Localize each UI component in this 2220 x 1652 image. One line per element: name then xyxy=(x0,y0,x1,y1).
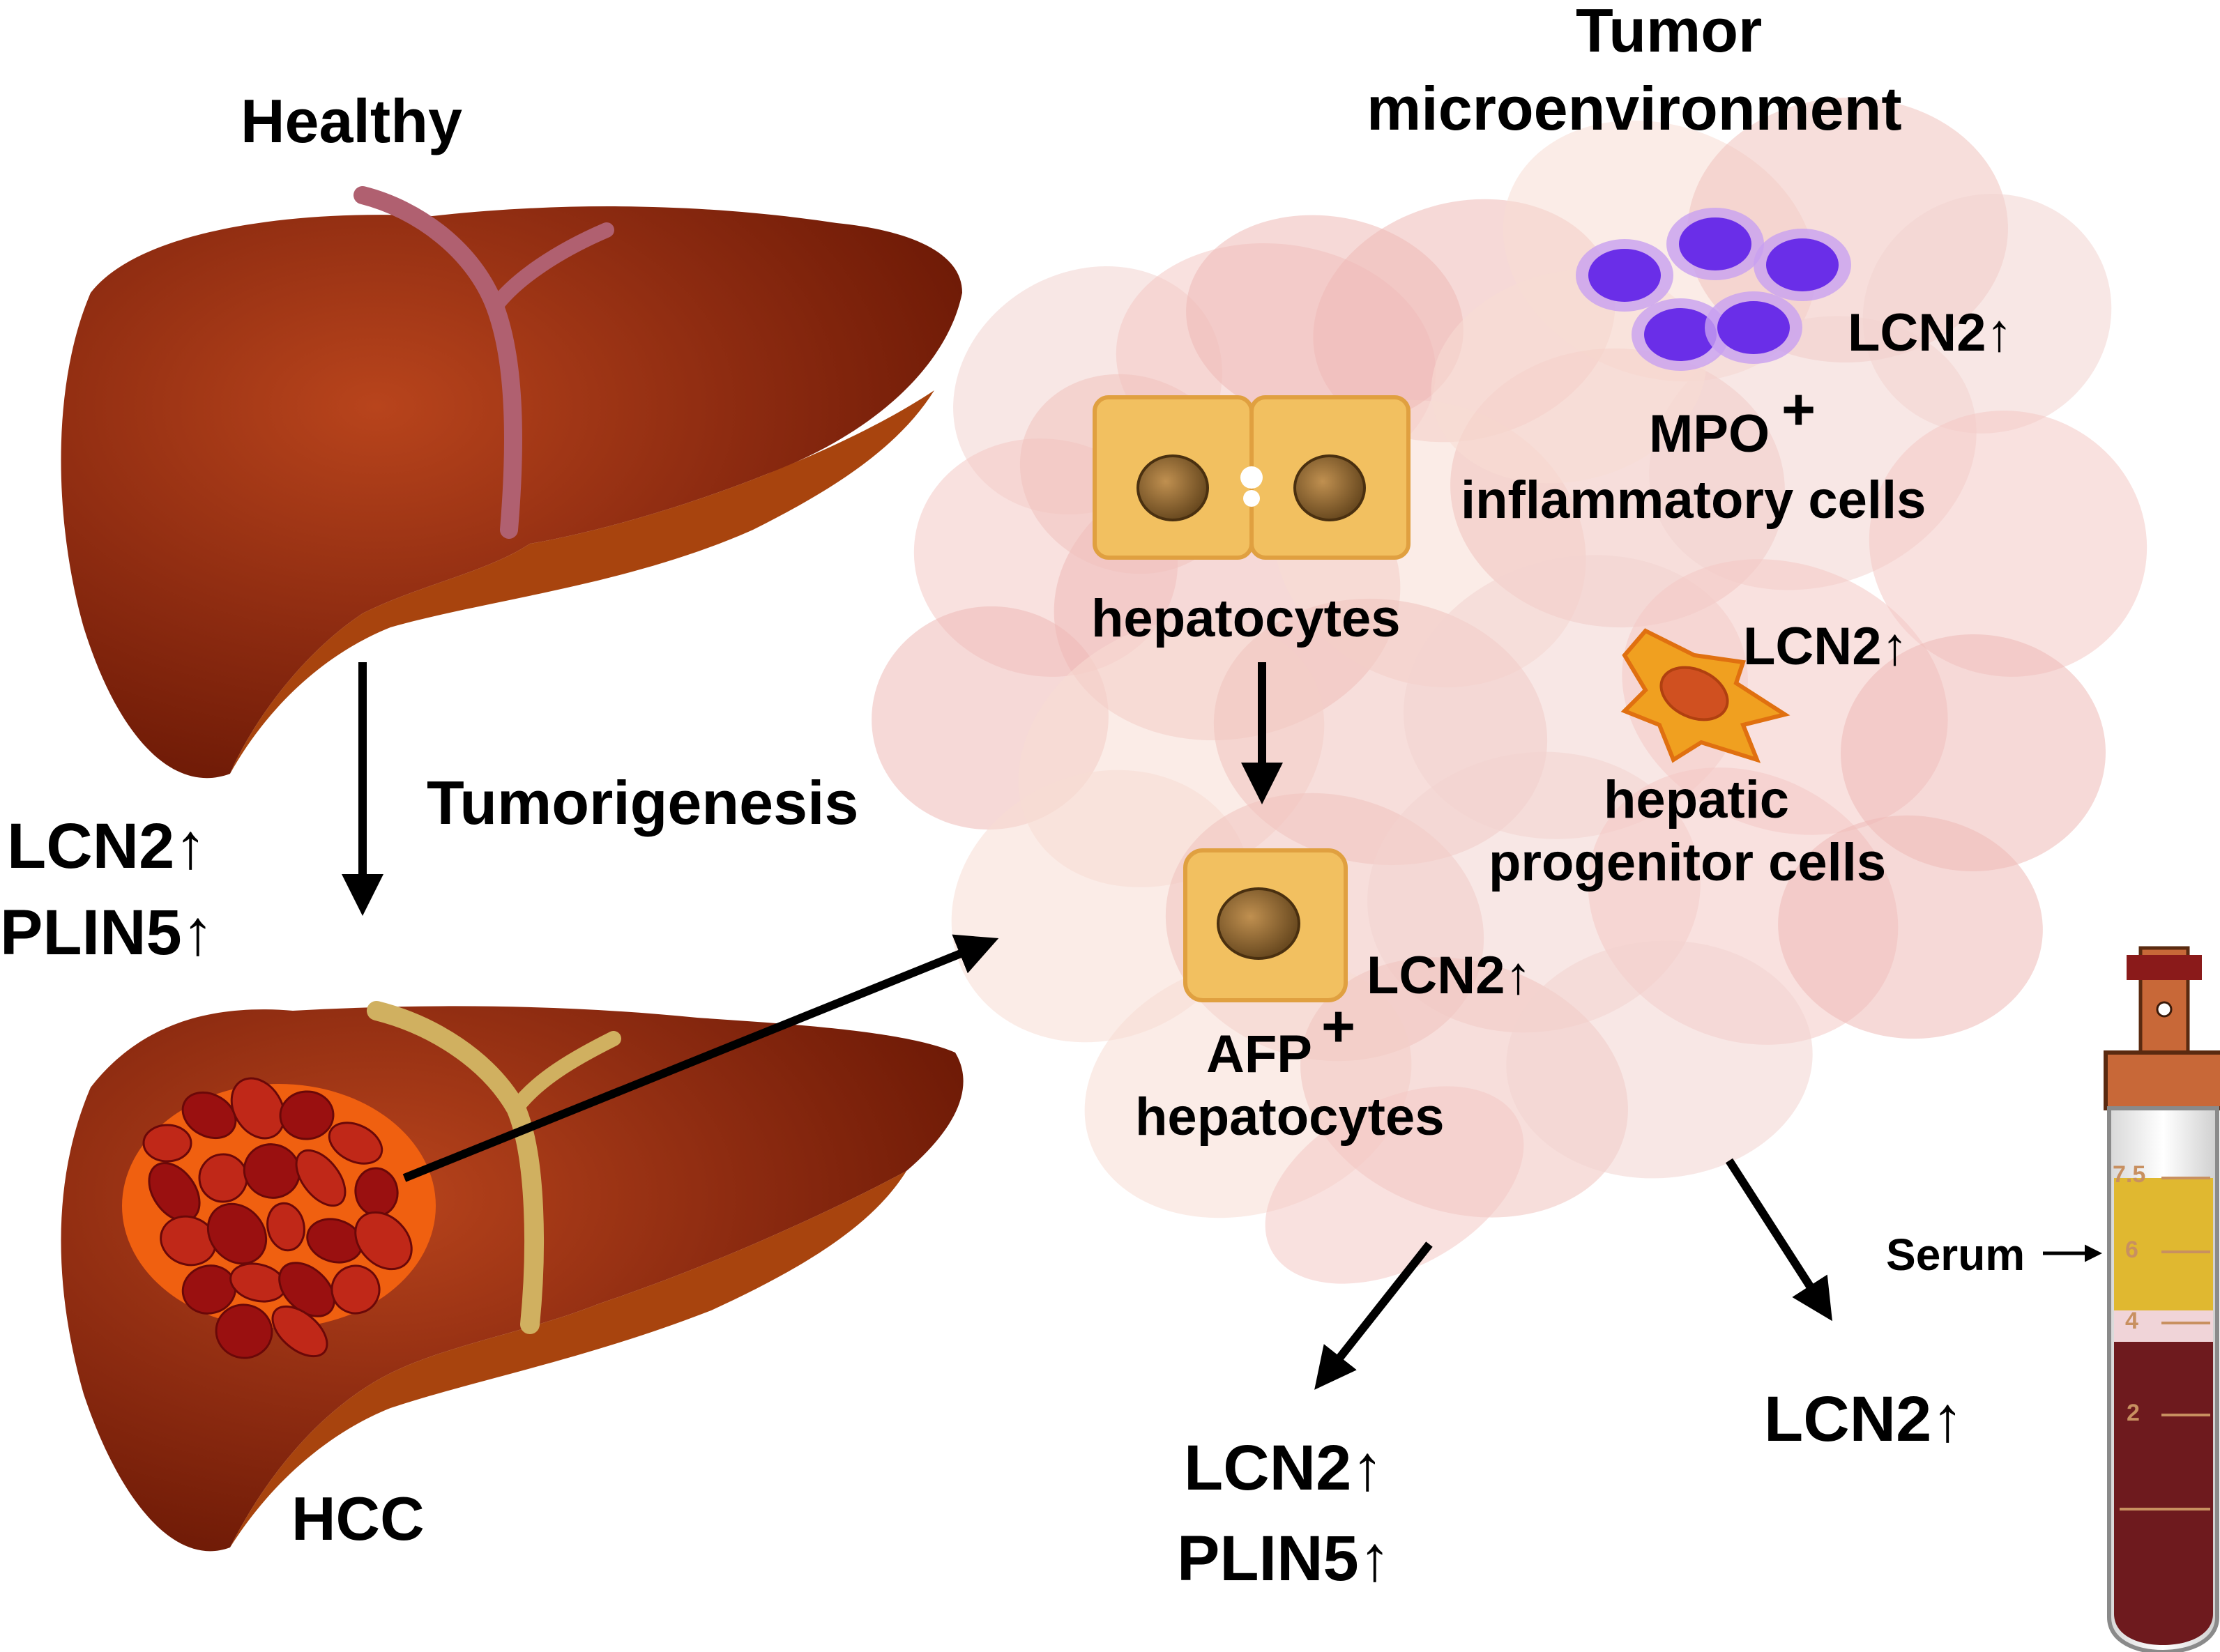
tumor-nodule xyxy=(230,1077,286,1140)
afp-hepatocyte-cell xyxy=(1183,848,1348,1002)
tissue-lcn2-marker: LCN2↑ xyxy=(1184,1432,1384,1504)
tumor-nodule xyxy=(215,1303,273,1359)
tumor-nodule xyxy=(206,1202,268,1265)
tme-background-blob xyxy=(951,770,1252,1043)
tme-background-blob xyxy=(1186,215,1463,427)
inflammatory-cell-nucleus xyxy=(1766,238,1839,291)
liver-lcn2-marker: LCN2↑ xyxy=(7,811,207,882)
mpo-label: MPO xyxy=(1649,404,1770,464)
arrows xyxy=(342,662,2102,1390)
inflammatory-cells-label: inflammatory cells xyxy=(1461,471,1926,530)
tumor-nodule xyxy=(243,1143,301,1199)
tumor-microenvironment-title-line2: microenvironment xyxy=(1367,74,1902,143)
hcc-to-tme-arrow xyxy=(402,934,999,1182)
tumor-microenvironment-background xyxy=(872,97,2147,1284)
healthy-label: Healthy xyxy=(241,86,462,155)
tumor-nodule xyxy=(279,1090,335,1140)
afp-label: AFP xyxy=(1206,1025,1312,1084)
tube-scale-4: 4 xyxy=(2125,1308,2138,1334)
liver-plin5-marker: PLIN5↑ xyxy=(0,897,214,968)
tumor-nodule xyxy=(295,1149,347,1207)
hcc-label: HCC xyxy=(291,1484,425,1553)
tumor-nodule xyxy=(328,1122,383,1165)
afp-hepatocytes-label: hepatocytes xyxy=(1135,1087,1445,1147)
tube-scale-6: 6 xyxy=(2125,1237,2138,1263)
serum-label: Serum xyxy=(1886,1230,2025,1280)
progenitor-label-line1: hepatic xyxy=(1604,770,1790,829)
inflammatory-cell-nucleus xyxy=(1644,308,1717,361)
hepatocyte-cells xyxy=(1093,395,1411,560)
tumorigenesis-label: Tumorigenesis xyxy=(427,768,859,837)
mpo-inflammatory-cells xyxy=(1576,208,1851,371)
tube-scale-2: 2 xyxy=(2127,1400,2140,1426)
afp-lcn2-marker: LCN2↑ xyxy=(1367,946,1532,1005)
serum-lcn2-marker: LCN2↑ xyxy=(1764,1384,1964,1455)
tumor-nodules xyxy=(142,1077,413,1359)
hcc-liver xyxy=(61,1001,964,1552)
progenitor-lcn2-marker: LCN2↑ xyxy=(1743,617,1908,676)
tube-scale-7-5: 7.5 xyxy=(2113,1161,2145,1188)
blood-tube: 7.5 6 4 2 xyxy=(2104,946,2220,1652)
tumor-nodule xyxy=(266,1202,305,1252)
inflammatory-lcn2-marker: LCN2↑ xyxy=(1848,303,2013,362)
tme-to-tissue-arrow xyxy=(1314,1241,1433,1390)
tumor-nodule xyxy=(271,1305,328,1358)
tme-background-blob xyxy=(1778,815,2043,1039)
tumor-microenvironment-title-line1: Tumor xyxy=(1576,0,1763,65)
tme-background-blob xyxy=(1506,940,1813,1179)
healthy-liver xyxy=(61,186,962,779)
tumor-nodule xyxy=(354,1211,413,1271)
hepatic-progenitor-cell xyxy=(1620,628,1791,763)
tumor-nodule xyxy=(278,1262,335,1317)
tumor-nodule xyxy=(181,1091,237,1140)
progenitor-label-line2: progenitor cells xyxy=(1489,833,1887,892)
mpo-plus-sign: + xyxy=(1781,376,1816,442)
tme-to-serum-arrow xyxy=(1725,1158,1832,1322)
tumor-nodule xyxy=(330,1264,381,1315)
inflammatory-cell-nucleus xyxy=(1679,217,1751,270)
afp-plus-sign: + xyxy=(1321,993,1356,1059)
tme-background-blob xyxy=(1841,634,2106,872)
hepatocytes-label: hepatocytes xyxy=(1091,589,1401,648)
tme-background-blob xyxy=(1869,411,2147,677)
tme-background-blob xyxy=(1265,1086,1524,1284)
inflammatory-cell-nucleus xyxy=(1717,301,1790,354)
tissue-plin5-marker: PLIN5↑ xyxy=(1177,1523,1391,1594)
inflammatory-cell-nucleus xyxy=(1588,249,1661,302)
tumor-nodule xyxy=(160,1215,217,1267)
tumor-nodule xyxy=(142,1124,192,1163)
